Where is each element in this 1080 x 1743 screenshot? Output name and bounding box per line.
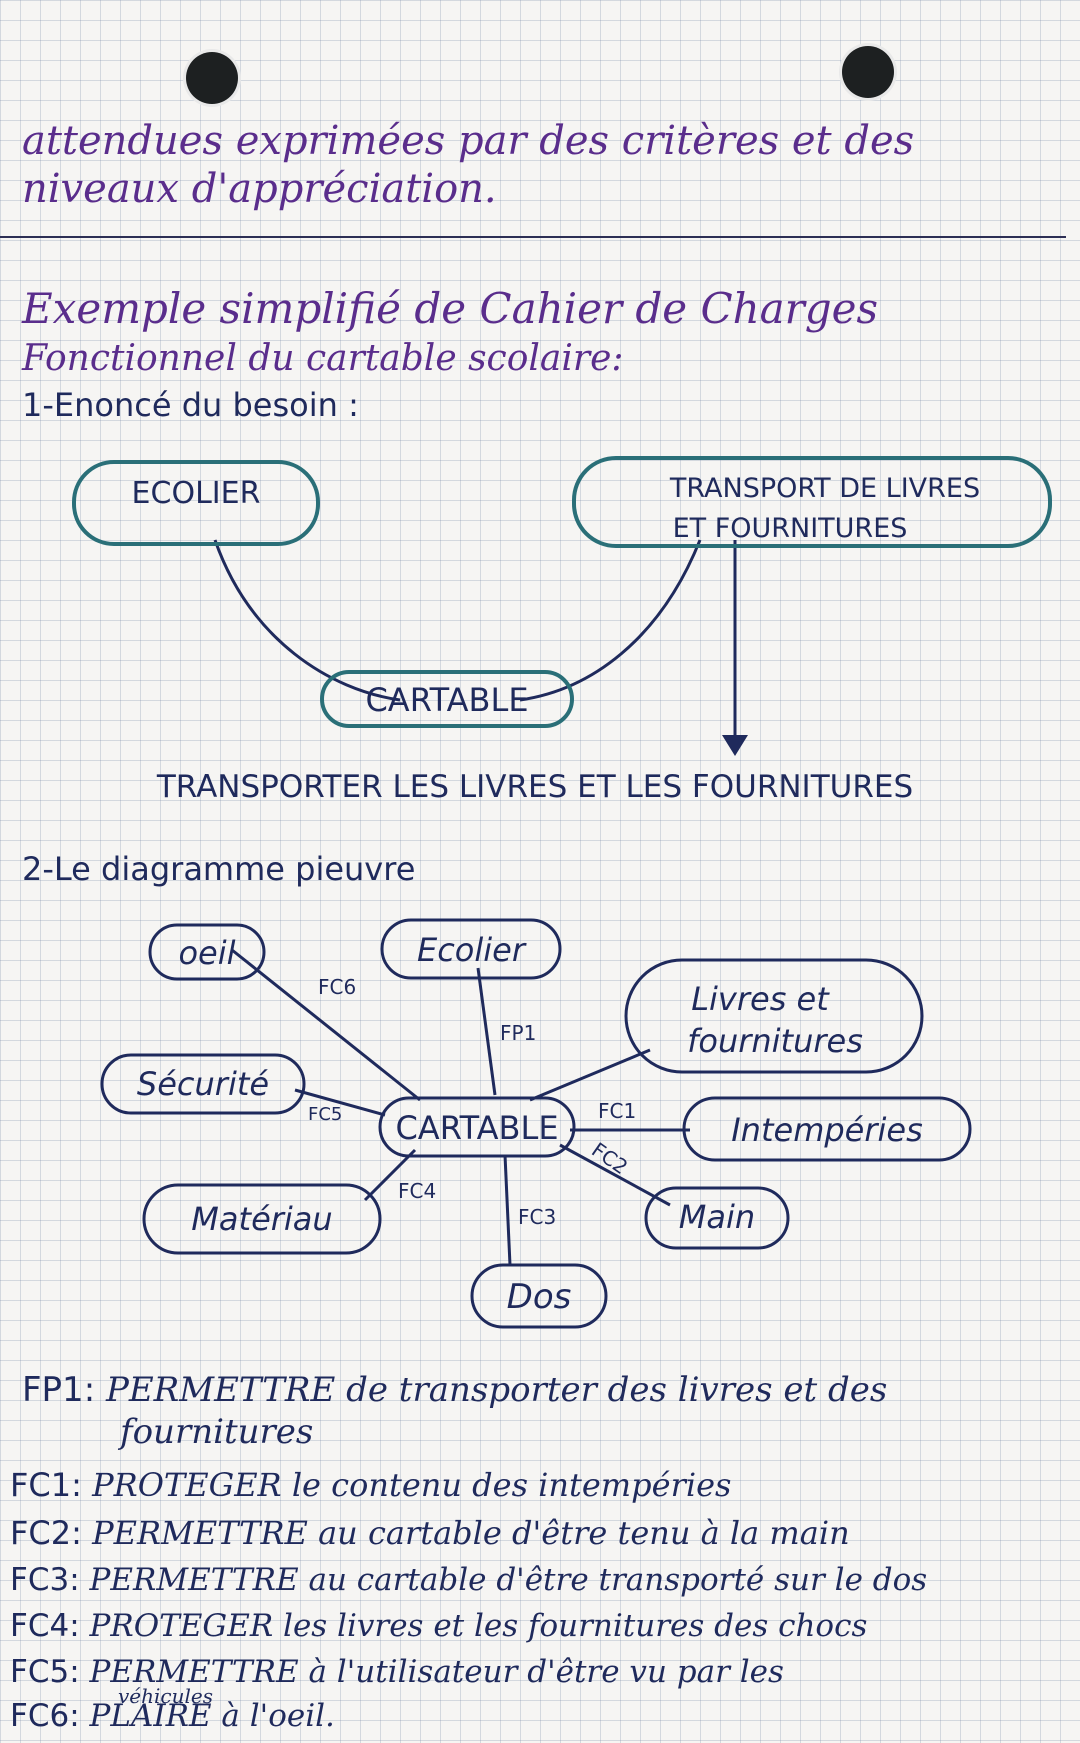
punch-hole-left bbox=[186, 52, 238, 104]
intro-line-2: niveaux d'appréciation. bbox=[22, 166, 497, 212]
section2-heading: 2-Le diagramme pieuvre bbox=[22, 850, 415, 888]
section1-heading: 1-Enoncé du besoin : bbox=[22, 386, 359, 424]
fc5-code: FC5: bbox=[10, 1654, 80, 1690]
section-divider bbox=[0, 236, 1066, 238]
link-fc4 bbox=[363, 1148, 417, 1202]
link-matter-product bbox=[519, 539, 702, 702]
node-main: Main bbox=[679, 1198, 755, 1236]
box-product bbox=[320, 670, 574, 728]
label-fc1: FC1 bbox=[598, 1099, 636, 1123]
fc2-text: PERMETTRE au cartable d'être tenu à la m… bbox=[92, 1514, 850, 1552]
node-intemperies-outline bbox=[682, 1096, 972, 1162]
fc3-code: FC3: bbox=[10, 1562, 80, 1598]
fp1-text-continued: fournitures bbox=[120, 1412, 314, 1452]
fc1-row: FC1: PROTEGER le contenu des intempéries bbox=[10, 1466, 731, 1504]
node-ecolier: Ecolier bbox=[417, 931, 527, 969]
link-fc6 bbox=[231, 948, 421, 1102]
node-materiau-outline bbox=[142, 1183, 382, 1255]
box-product-label: CARTABLE bbox=[365, 681, 528, 719]
label-fc3: FC3 bbox=[518, 1205, 556, 1229]
fc6-code: FC6: bbox=[10, 1698, 80, 1734]
fc6-text: PLAIRE à l'oeil. bbox=[89, 1698, 335, 1734]
node-center: CARTABLE bbox=[395, 1109, 558, 1147]
need-arrow-head bbox=[722, 735, 748, 756]
node-intemperies: Intempéries bbox=[731, 1111, 923, 1149]
label-fc6: FC6 bbox=[318, 975, 356, 999]
fp1-row: FP1: PERMETTRE de transporter des livres… bbox=[22, 1370, 887, 1410]
intro-line-1: attendues exprimées par des critères et … bbox=[22, 118, 915, 164]
page-title: Exemple simplifié de Cahier de Charges bbox=[22, 284, 879, 333]
fp1-text: PERMETTRE de transporter des livres et d… bbox=[105, 1370, 888, 1410]
link-fp1-user bbox=[476, 967, 497, 1096]
node-livres-1: Livres et bbox=[691, 980, 830, 1018]
fc2-code: FC2: bbox=[10, 1514, 82, 1552]
fc4-code: FC4: bbox=[10, 1608, 80, 1644]
need-diagram: ECOLIER TRANSPORT DE LIVRES ET FOURNITUR… bbox=[72, 456, 1052, 805]
label-fc4: FC4 bbox=[398, 1179, 436, 1203]
fc1-text: PROTEGER le contenu des intempéries bbox=[92, 1466, 732, 1504]
node-securite-outline bbox=[100, 1053, 306, 1115]
box-matter-label: TRANSPORT DE LIVRES bbox=[669, 473, 980, 504]
node-livres-2: fournitures bbox=[687, 1022, 863, 1060]
node-ecolier-outline bbox=[380, 918, 562, 980]
fc1-code: FC1: bbox=[10, 1466, 82, 1504]
fc4-row: FC4: PROTEGER les livres et les fournitu… bbox=[10, 1608, 867, 1644]
need-statement: TRANSPORTER LES LIVRES ET LES FOURNITURE… bbox=[156, 769, 913, 805]
fc2-row: FC2: PERMETTRE au cartable d'être tenu à… bbox=[10, 1514, 850, 1552]
box-matter-label-2: ET FOURNITURES bbox=[673, 513, 908, 544]
fp1-code: FP1: bbox=[22, 1370, 96, 1410]
label-fp1: FP1 bbox=[500, 1021, 536, 1045]
box-user-label: ECOLIER bbox=[132, 476, 261, 511]
label-fc5: FC5 bbox=[308, 1104, 342, 1125]
node-dos: Dos bbox=[507, 1277, 572, 1317]
punch-hole-right bbox=[842, 46, 894, 98]
box-user bbox=[72, 460, 320, 546]
node-center-outline bbox=[378, 1096, 576, 1158]
node-dos-outline bbox=[470, 1263, 608, 1329]
fc4-text: PROTEGER les livres et les fournitures d… bbox=[89, 1608, 868, 1644]
fc5-text: PERMETTRE à l'utilisateur d'être vu par … bbox=[89, 1654, 784, 1690]
link-fc3 bbox=[503, 1154, 512, 1266]
fc3-row: FC3: PERMETTRE au cartable d'être transp… bbox=[10, 1562, 927, 1598]
box-matter bbox=[572, 456, 1052, 548]
fc5-above-word: véhicules bbox=[118, 1684, 213, 1708]
link-user-product bbox=[213, 539, 401, 702]
node-oeil-outline bbox=[148, 923, 266, 981]
node-livres-outline bbox=[624, 958, 924, 1074]
link-fp1-matter bbox=[529, 1048, 651, 1102]
link-fc5 bbox=[294, 1088, 386, 1117]
fc5-row: FC5: PERMETTRE à l'utilisateur d'être vu… bbox=[10, 1654, 784, 1690]
label-fc2: FC2 bbox=[587, 1138, 632, 1180]
node-materiau: Matériau bbox=[191, 1200, 332, 1238]
fc6-row: FC6: PLAIRE à l'oeil. bbox=[10, 1698, 335, 1734]
link-fc2 bbox=[559, 1143, 671, 1207]
page-subtitle: Fonctionnel du cartable scolaire: bbox=[22, 338, 624, 379]
fc3-text: PERMETTRE au cartable d'être transporté … bbox=[89, 1562, 928, 1598]
node-securite: Sécurité bbox=[137, 1065, 269, 1103]
node-main-outline bbox=[644, 1186, 790, 1250]
node-oeil: oeil bbox=[178, 934, 235, 972]
octopus-diagram: oeil Ecolier Livres et fournitures Sécur… bbox=[100, 918, 972, 1329]
